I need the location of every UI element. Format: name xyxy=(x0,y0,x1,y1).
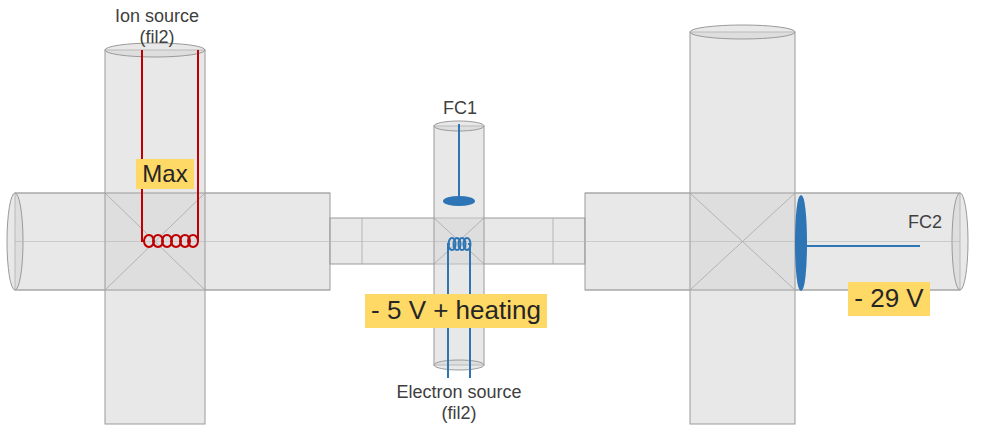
node-text: Max xyxy=(142,160,187,189)
part-label: Electron source (fil2) xyxy=(379,382,539,423)
left-cross xyxy=(7,43,330,424)
tube-end xyxy=(690,25,795,39)
part-label: FC1 xyxy=(443,98,477,119)
tube-edge xyxy=(15,290,330,291)
node-text: - 5 V + heating xyxy=(371,295,541,326)
tube-end xyxy=(434,360,484,370)
flange-line xyxy=(362,218,363,264)
cross-edge xyxy=(434,218,484,264)
filament-coil xyxy=(188,235,198,247)
voltage-highlight: - 5 V + heating xyxy=(365,294,547,327)
ion-source-filament xyxy=(142,50,198,247)
tube-edge xyxy=(15,193,330,194)
tube-edge xyxy=(585,193,960,194)
fc1-disc xyxy=(444,197,474,205)
filament-wire xyxy=(197,50,198,241)
voltage-highlight: - 29 V xyxy=(848,282,929,315)
part-label: Ion source (fil2) xyxy=(102,6,212,47)
fc1-lead xyxy=(458,124,460,201)
fc2-lead xyxy=(801,245,920,247)
flange-line xyxy=(553,218,554,264)
node-text: - 29 V xyxy=(854,283,923,314)
part-label: FC2 xyxy=(908,212,942,233)
middle-cross xyxy=(330,121,585,370)
cross-edge xyxy=(434,218,484,264)
axis-line xyxy=(15,241,960,242)
fc2-disc xyxy=(796,196,806,290)
vertical-tube xyxy=(690,32,795,424)
vertical-tube xyxy=(105,50,205,424)
right-cross xyxy=(585,25,968,424)
faraday-cup-1 xyxy=(444,124,474,205)
filament-coil xyxy=(464,238,471,250)
faraday-cup-2 xyxy=(796,196,920,290)
filament-wire xyxy=(142,50,144,241)
voltage-highlight: Max xyxy=(136,159,193,190)
